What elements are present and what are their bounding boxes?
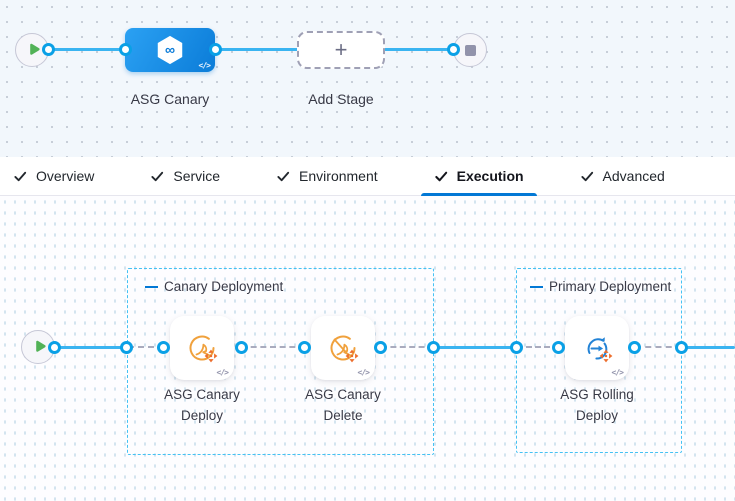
tab-service[interactable]: Service — [137, 157, 233, 195]
tab-overview[interactable]: Overview — [0, 157, 107, 195]
stage-config-tabs: Overview Service Environment Execution A… — [0, 157, 735, 196]
tab-execution[interactable]: Execution — [420, 157, 537, 196]
tab-advanced[interactable]: Advanced — [567, 157, 678, 195]
connector-port[interactable] — [628, 341, 641, 354]
stop-icon — [464, 44, 476, 56]
stage-graph-canvas[interactable] — [0, 0, 735, 157]
stage-node-asg-canary[interactable]: ∞ </> — [125, 28, 215, 72]
step-group-title[interactable]: Canary Deployment — [145, 279, 283, 294]
asg-canary-deploy-icon — [189, 335, 218, 363]
stage-link-line — [48, 48, 129, 51]
connector-port[interactable] — [209, 43, 222, 56]
connector-port[interactable] — [447, 43, 460, 56]
connector-port[interactable] — [120, 341, 133, 354]
step-group-canary-deployment[interactable] — [127, 268, 434, 455]
asg-canary-delete-icon — [330, 335, 359, 363]
connector-port[interactable] — [42, 43, 55, 56]
asg-rolling-deploy-icon — [587, 337, 613, 363]
step-label: ASG Canary Deploy — [164, 387, 240, 423]
connector-port[interactable] — [374, 341, 387, 354]
step-label: ASG Rolling Deploy — [560, 387, 634, 423]
step-link-dashed — [635, 346, 682, 348]
connector-port[interactable] — [48, 341, 61, 354]
step-asg-canary-delete[interactable]: </> — [311, 316, 375, 380]
slash-icon — [333, 338, 349, 355]
stage-link-line — [384, 48, 456, 51]
stage-link-line — [215, 48, 299, 51]
group-collapse-dash-icon[interactable] — [530, 285, 543, 288]
connector-port[interactable] — [510, 341, 523, 354]
group-collapse-dash-icon[interactable] — [145, 285, 158, 288]
play-icon — [35, 340, 46, 352]
code-icon[interactable]: </> — [198, 61, 211, 70]
step-asg-rolling-deploy[interactable]: </> — [565, 316, 629, 380]
harness-stage-icon: ∞ — [157, 35, 183, 65]
step-link-line — [55, 346, 128, 349]
stage-label: ASG Canary — [130, 91, 210, 107]
move-arrows-icon — [345, 349, 359, 363]
infinity-glyph: ∞ — [165, 42, 175, 58]
check-icon — [151, 171, 164, 181]
step-link-line — [682, 346, 735, 349]
move-arrows-icon — [204, 349, 218, 363]
connector-port[interactable] — [119, 43, 132, 56]
step-link-line — [434, 346, 517, 349]
check-icon — [14, 171, 27, 181]
check-icon — [580, 171, 593, 181]
connector-port[interactable] — [675, 341, 688, 354]
code-icon[interactable]: </> — [357, 368, 370, 377]
step-group-title[interactable]: Primary Deployment — [530, 279, 671, 294]
connector-port[interactable] — [235, 341, 248, 354]
add-stage-label: Add Stage — [308, 91, 374, 107]
check-icon — [434, 171, 447, 181]
step-link-dashed — [517, 346, 559, 348]
step-link-dashed — [381, 346, 434, 348]
step-link-dashed — [128, 346, 164, 348]
step-asg-canary-deploy[interactable]: </> — [170, 316, 234, 380]
connector-port[interactable] — [157, 341, 170, 354]
plus-icon: + — [334, 37, 348, 62]
add-stage-button[interactable]: + — [297, 31, 385, 69]
connector-port[interactable] — [298, 341, 311, 354]
code-icon[interactable]: </> — [611, 368, 624, 377]
connector-port[interactable] — [552, 341, 565, 354]
move-arrows-icon — [599, 349, 613, 363]
step-label: ASG Canary Delete — [305, 387, 381, 423]
tab-environment[interactable]: Environment — [263, 157, 391, 195]
step-link-dashed — [241, 346, 305, 348]
connector-port[interactable] — [427, 341, 440, 354]
check-icon — [277, 171, 290, 181]
code-icon[interactable]: </> — [216, 368, 229, 377]
step-group-primary-deployment[interactable] — [516, 268, 682, 453]
play-icon — [29, 43, 40, 55]
